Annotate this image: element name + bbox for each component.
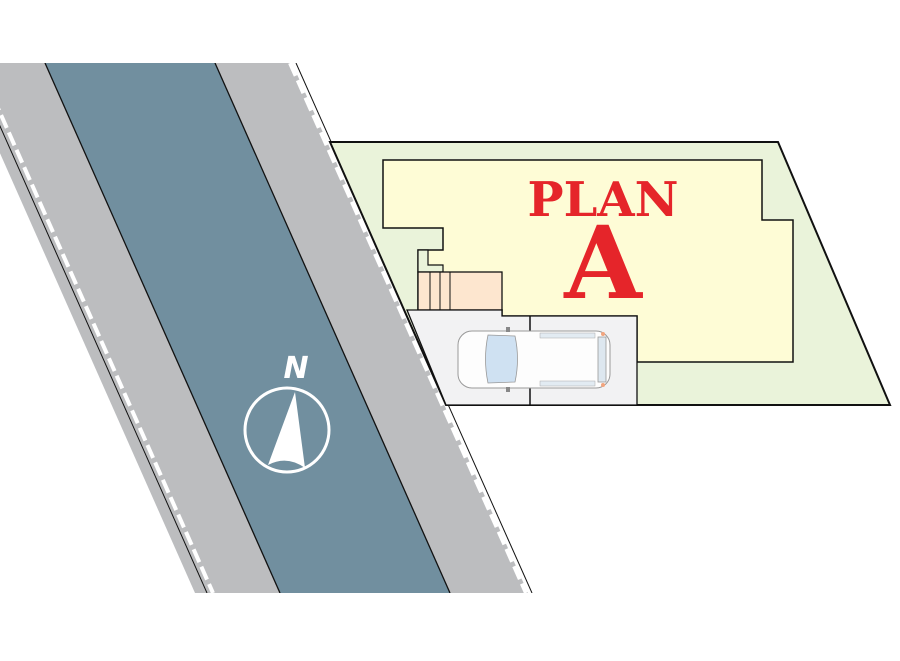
- curb-right: [288, 63, 528, 593]
- road-area: [0, 63, 533, 593]
- car-icon: [457, 327, 611, 392]
- plan-letter: A: [563, 204, 643, 322]
- stairs: [417, 271, 503, 311]
- road-edge-left: [44, 63, 281, 593]
- sidewalk-right: [215, 63, 528, 593]
- sidewalk-outer-left: [0, 124, 208, 593]
- curb-left: [0, 107, 215, 593]
- road-edge-right: [214, 63, 451, 593]
- plan-label: PLAN: [528, 172, 679, 228]
- compass-north-icon: N: [243, 351, 331, 474]
- north-label: N: [283, 351, 308, 386]
- road: [45, 63, 450, 593]
- sidewalk-left: [0, 63, 280, 593]
